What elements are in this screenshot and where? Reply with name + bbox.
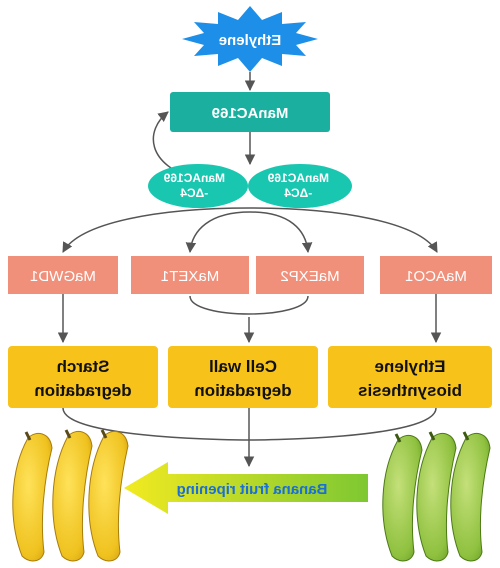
process-box-starch [8,346,158,408]
yellow-banana-1 [12,432,53,562]
target-to-process-arrows [57,294,442,344]
target-genes: MaGWD1 MaXET1 MaEXP2 MaACO1 [8,256,492,294]
yellow-banana-tips [24,429,108,441]
process-ethylene-line2: biosynthesis [358,381,462,400]
dimer-node: ManAC169 -ΔC4 ManAC169 -ΔC4 [148,164,352,208]
process-cellwall-line1: Cell wall [209,357,277,376]
process-cellwall-line2: degradation [194,381,291,400]
target-box-maxet1 [131,256,249,294]
arrow-to-maaco1 [249,207,438,253]
arrow-to-magwd1 [62,207,251,253]
process-box-cellwall [168,346,318,408]
dimer-left-line1: ManAC169 [163,171,225,185]
yellow-banana-3 [88,430,129,562]
unripe-bananas-image [382,431,491,562]
process-starch-line2: degradation [34,381,131,400]
ethylene-signal: Ethylene [182,6,318,72]
target-label-maexp2: MaEXP2 [280,268,339,285]
ethylene-label: Ethylene [219,32,282,49]
target-box-magwd1 [8,256,118,294]
target-label-magwd1: MaGWD1 [30,268,96,285]
target-label-maxet1: MaXET1 [161,268,219,285]
yellow-banana-2 [52,430,93,562]
ripening-banner: Banana fruit ripening [124,462,368,514]
green-banana-2 [416,432,457,562]
converge-right [248,407,437,441]
ripening-arrow-shape [124,462,368,514]
dimer-left-line2: -ΔC4 [180,186,208,200]
process-starch-line1: Starch [57,357,110,376]
convergence-arrows [62,407,437,468]
green-banana-tips [394,431,470,443]
green-banana-3 [450,432,491,562]
converge-left [62,407,250,441]
green-banana-1 [382,434,423,562]
arrow-to-maexp2 [249,211,313,254]
dimer-right-ellipse [248,164,352,208]
process-boxes: Starch degradation Cell wall degradation… [8,346,492,408]
regulator-box [170,92,330,132]
target-label-maaco1: MaACO1 [405,268,467,285]
dimer-right-line2: -ΔC4 [284,186,312,200]
regulator-label: ManAC169 [212,105,289,122]
ethylene-starburst-shape [182,6,318,72]
process-ethylene-line1: Ethylene [375,357,446,376]
ripe-bananas-image [12,429,129,562]
process-box-ethylene [328,346,492,408]
connector-xet-exp [189,295,309,315]
dimer-right-line1: ManAC169 [267,171,329,185]
branch-arrows [62,207,438,315]
target-box-maaco1 [380,256,492,294]
regulator-node: ManAC169 [170,92,330,132]
ripening-label: Banana fruit ripening [177,481,328,498]
arrow-to-maxet1 [185,211,251,254]
target-box-maexp2 [256,256,364,294]
dimer-left-ellipse [148,164,248,208]
